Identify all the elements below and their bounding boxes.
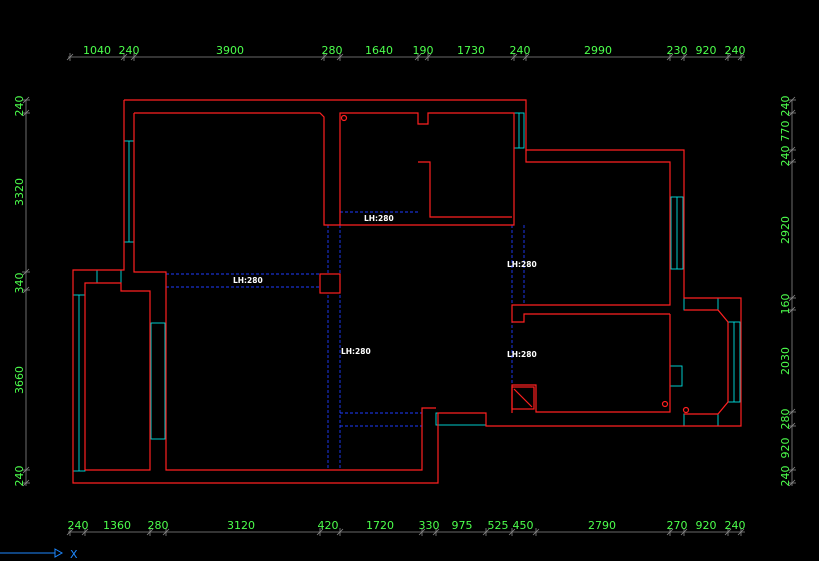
dimension-label: 2030 (779, 347, 792, 375)
dimension-label: 1720 (366, 519, 394, 532)
dimension-texts: 1040 240 3900 280 1640 190 1730 240 2990 230 920 24… (13, 44, 792, 532)
dimension-label: 240 (779, 96, 792, 117)
ucs-axis-icon: X (0, 548, 78, 561)
dimension-label: 240 (13, 96, 26, 117)
dimension-label: 160 (779, 294, 792, 315)
dimension-label: 2990 (584, 44, 612, 57)
dimension-label: 920 (696, 519, 717, 532)
dimension-label: 330 (419, 519, 440, 532)
dimension-label: 240 (510, 44, 531, 57)
dimension-label: 525 (488, 519, 509, 532)
dimension-label: 2790 (588, 519, 616, 532)
dimension-label: 340 (13, 273, 26, 294)
dimension-label: 2920 (779, 216, 792, 244)
dimension-label: 3120 (227, 519, 255, 532)
dimension-label: 280 (148, 519, 169, 532)
dimension-label: 230 (667, 44, 688, 57)
dimension-lines (22, 53, 796, 536)
dimension-label: 1360 (103, 519, 131, 532)
dimension-label: 240 (725, 519, 746, 532)
windows (72, 112, 741, 472)
beam-label: LH:280 (507, 260, 537, 269)
dimension-label: 975 (452, 519, 473, 532)
dimension-label: 190 (413, 44, 434, 57)
dimension-label: 240 (119, 44, 140, 57)
dimension-label: 1730 (457, 44, 485, 57)
dimension-label: 770 (779, 121, 792, 142)
dimension-label: 240 (725, 44, 746, 57)
dimension-label: 920 (779, 438, 792, 459)
dimension-label: 1040 (83, 44, 111, 57)
dimension-label: 3900 (216, 44, 244, 57)
ucs-x-label: X (70, 548, 78, 561)
dimension-label: 3660 (13, 366, 26, 394)
dimension-label: 240 (13, 466, 26, 487)
beam-label: LH:280 (341, 347, 371, 356)
dimension-label: 450 (513, 519, 534, 532)
dimension-label: 280 (779, 409, 792, 430)
dimension-label: 3320 (13, 178, 26, 206)
dimension-label: 420 (318, 519, 339, 532)
dimension-label: 240 (779, 146, 792, 167)
dimension-label: 240 (779, 466, 792, 487)
beam-lines (166, 211, 525, 470)
beam-labels: LH:280 LH:280 LH:280 LH:280 LH:280 (233, 214, 537, 359)
beam-label: LH:280 (507, 350, 537, 359)
dimension-label: 280 (322, 44, 343, 57)
walls (72, 99, 742, 484)
beam-label: LH:280 (364, 214, 394, 223)
dimension-label: 920 (696, 44, 717, 57)
dimension-label: 270 (667, 519, 688, 532)
dimension-label: 1640 (365, 44, 393, 57)
beam-label: LH:280 (233, 276, 263, 285)
dimension-label: 240 (68, 519, 89, 532)
